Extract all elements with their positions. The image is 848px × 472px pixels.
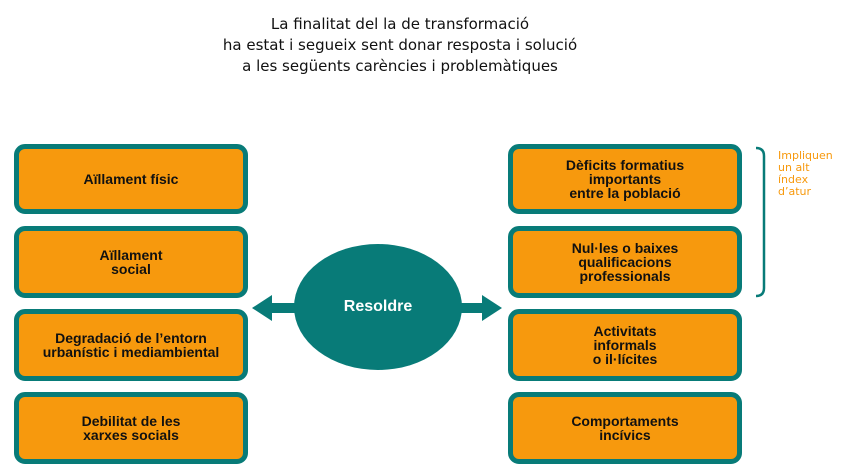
left-box-isolation-physical: Aïllament físic <box>14 144 248 214</box>
right-arrow-head <box>482 295 502 321</box>
title-line-3: a les següents carències i problemàtique… <box>242 57 558 75</box>
right-box-informal-activities: Activitats informals o il·lícites <box>508 309 742 381</box>
left-box-label: Aïllament físic <box>83 171 179 187</box>
right-box-uncivil-behaviour: Comportaments incívics <box>508 392 742 464</box>
unemployment-note: Impliquen un alt índex d’atur <box>778 149 833 198</box>
right-box-training-deficits: Dèficits formatius importants entre la p… <box>508 144 742 214</box>
right-box-label: Dèficits formatius importants entre la p… <box>565 157 685 201</box>
left-box-label: Debilitat de les xarxes socials <box>81 413 181 443</box>
diagram-title: La finalitat del la de transformació ha … <box>150 14 650 77</box>
left-box-social-networks: Debilitat de les xarxes socials <box>14 392 248 464</box>
right-box-label: Comportaments incívics <box>571 413 679 443</box>
title-line-2: ha estat i segueix sent donar resposta i… <box>222 36 578 54</box>
right-box-label: Nul·les o baixes qualificacions professi… <box>571 240 679 284</box>
right-box-qualifications: Nul·les o baixes qualificacions professi… <box>508 226 742 298</box>
left-box-label: Degradació de l’entorn urbanístic i medi… <box>42 330 220 360</box>
resolve-label: Resoldre <box>343 298 413 315</box>
left-box-label: Aïllament social <box>99 247 163 277</box>
right-arrow-shaft <box>448 303 488 313</box>
resolve-circle: Resoldre <box>294 244 462 370</box>
left-arrow-shaft <box>268 303 308 313</box>
right-box-label: Activitats informals o il·lícites <box>592 323 658 367</box>
left-box-isolation-social: Aïllament social <box>14 226 248 298</box>
left-arrow-head <box>252 295 272 321</box>
title-line-1: La finalitat del la de transformació <box>270 15 530 33</box>
left-box-urban-degradation: Degradació de l’entorn urbanístic i medi… <box>14 309 248 381</box>
